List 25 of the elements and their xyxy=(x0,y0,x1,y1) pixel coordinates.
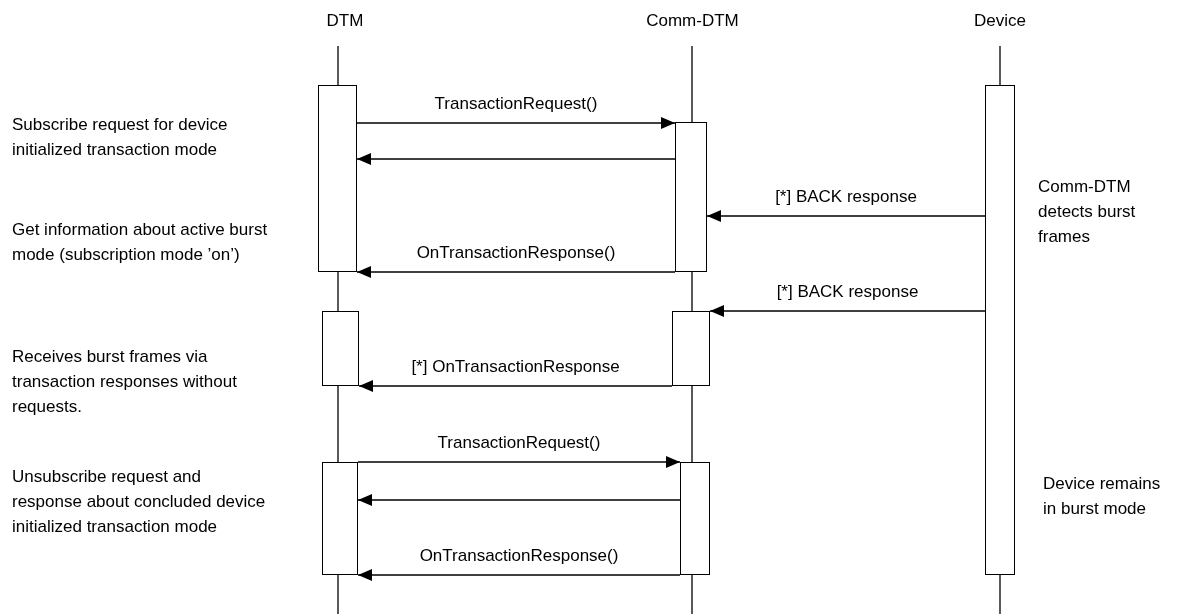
message-arrow xyxy=(356,153,676,165)
note-text: Receives burst frames via transaction responses without requests. xyxy=(12,346,238,418)
activation-bar xyxy=(675,122,707,272)
message-arrow xyxy=(356,266,676,278)
note-text: Subscribe request for device initialized transaction mode xyxy=(12,114,229,161)
message-arrow xyxy=(357,569,681,581)
message-arrow xyxy=(357,494,681,506)
note-text: Comm-DTM detects burst frames xyxy=(1038,176,1137,248)
message-arrow xyxy=(358,380,673,392)
message-arrow xyxy=(356,117,676,129)
note-text: Unsubscribe request and response about concluded device initialized transaction mode xyxy=(12,466,267,538)
activation-bar xyxy=(985,85,1015,575)
activation-bar xyxy=(322,311,359,386)
activation-bar xyxy=(672,311,710,386)
activation-bar xyxy=(322,462,358,575)
message-arrow xyxy=(709,305,986,317)
activation-bar xyxy=(680,462,710,575)
note-text: Device remains in burst mode xyxy=(1043,473,1162,520)
lifeline-header: DTM xyxy=(325,10,365,32)
lifeline-header: Device xyxy=(973,10,1027,32)
message-arrow xyxy=(706,210,986,222)
lifeline-header: Comm-DTM xyxy=(645,10,740,32)
message-arrow xyxy=(357,456,681,468)
note-text: Get information about active burst mode (subscription mode ’on’) xyxy=(12,219,269,266)
activation-bar xyxy=(318,85,357,272)
